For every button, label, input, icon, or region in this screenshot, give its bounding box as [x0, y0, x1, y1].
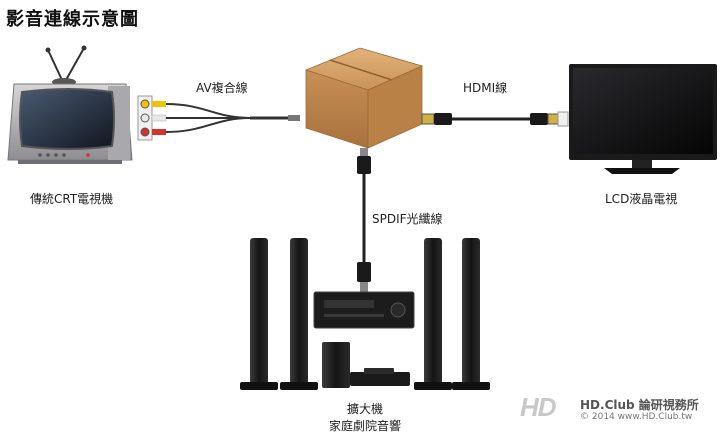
lcd-tv — [569, 64, 717, 174]
disc-player — [350, 368, 410, 386]
hdclub-logo: HD — [520, 392, 557, 422]
lcd-tv-label: LCD液晶電視 — [605, 192, 678, 206]
subwoofer — [322, 342, 350, 388]
amplifier-label-line2: 家庭劇院音響 — [328, 419, 401, 433]
av-cable-label: AV複合線 — [196, 81, 248, 95]
diagram-title: 影音連線示意圖 — [6, 9, 139, 30]
hdmi-cable-label: HDMI線 — [463, 81, 508, 95]
av-jack-panel — [137, 95, 153, 141]
hdmi-cable — [421, 111, 569, 127]
speaker-front-right-inner — [414, 238, 452, 390]
speaker-front-right-outer — [452, 238, 490, 390]
watermark-name: HD.Club 論研視務所 — [580, 398, 699, 412]
amplifier-label-line1: 擴大機 — [346, 402, 383, 416]
spdif-cable — [357, 148, 371, 292]
amplifier-label: 擴大機 家庭劇院音響 — [300, 400, 430, 434]
av-receiver — [313, 291, 415, 329]
crt-tv — [7, 45, 133, 164]
source-box — [304, 47, 424, 149]
speaker-front-left-inner — [280, 238, 318, 390]
crt-tv-label: 傳統CRT電視機 — [30, 192, 114, 206]
watermark-copyright: © 2014 www.HD.Club.tw — [580, 412, 693, 422]
speaker-front-left-outer — [240, 238, 278, 390]
spdif-cable-label: SPDIF光纖線 — [372, 212, 443, 226]
av-cable — [151, 101, 300, 135]
